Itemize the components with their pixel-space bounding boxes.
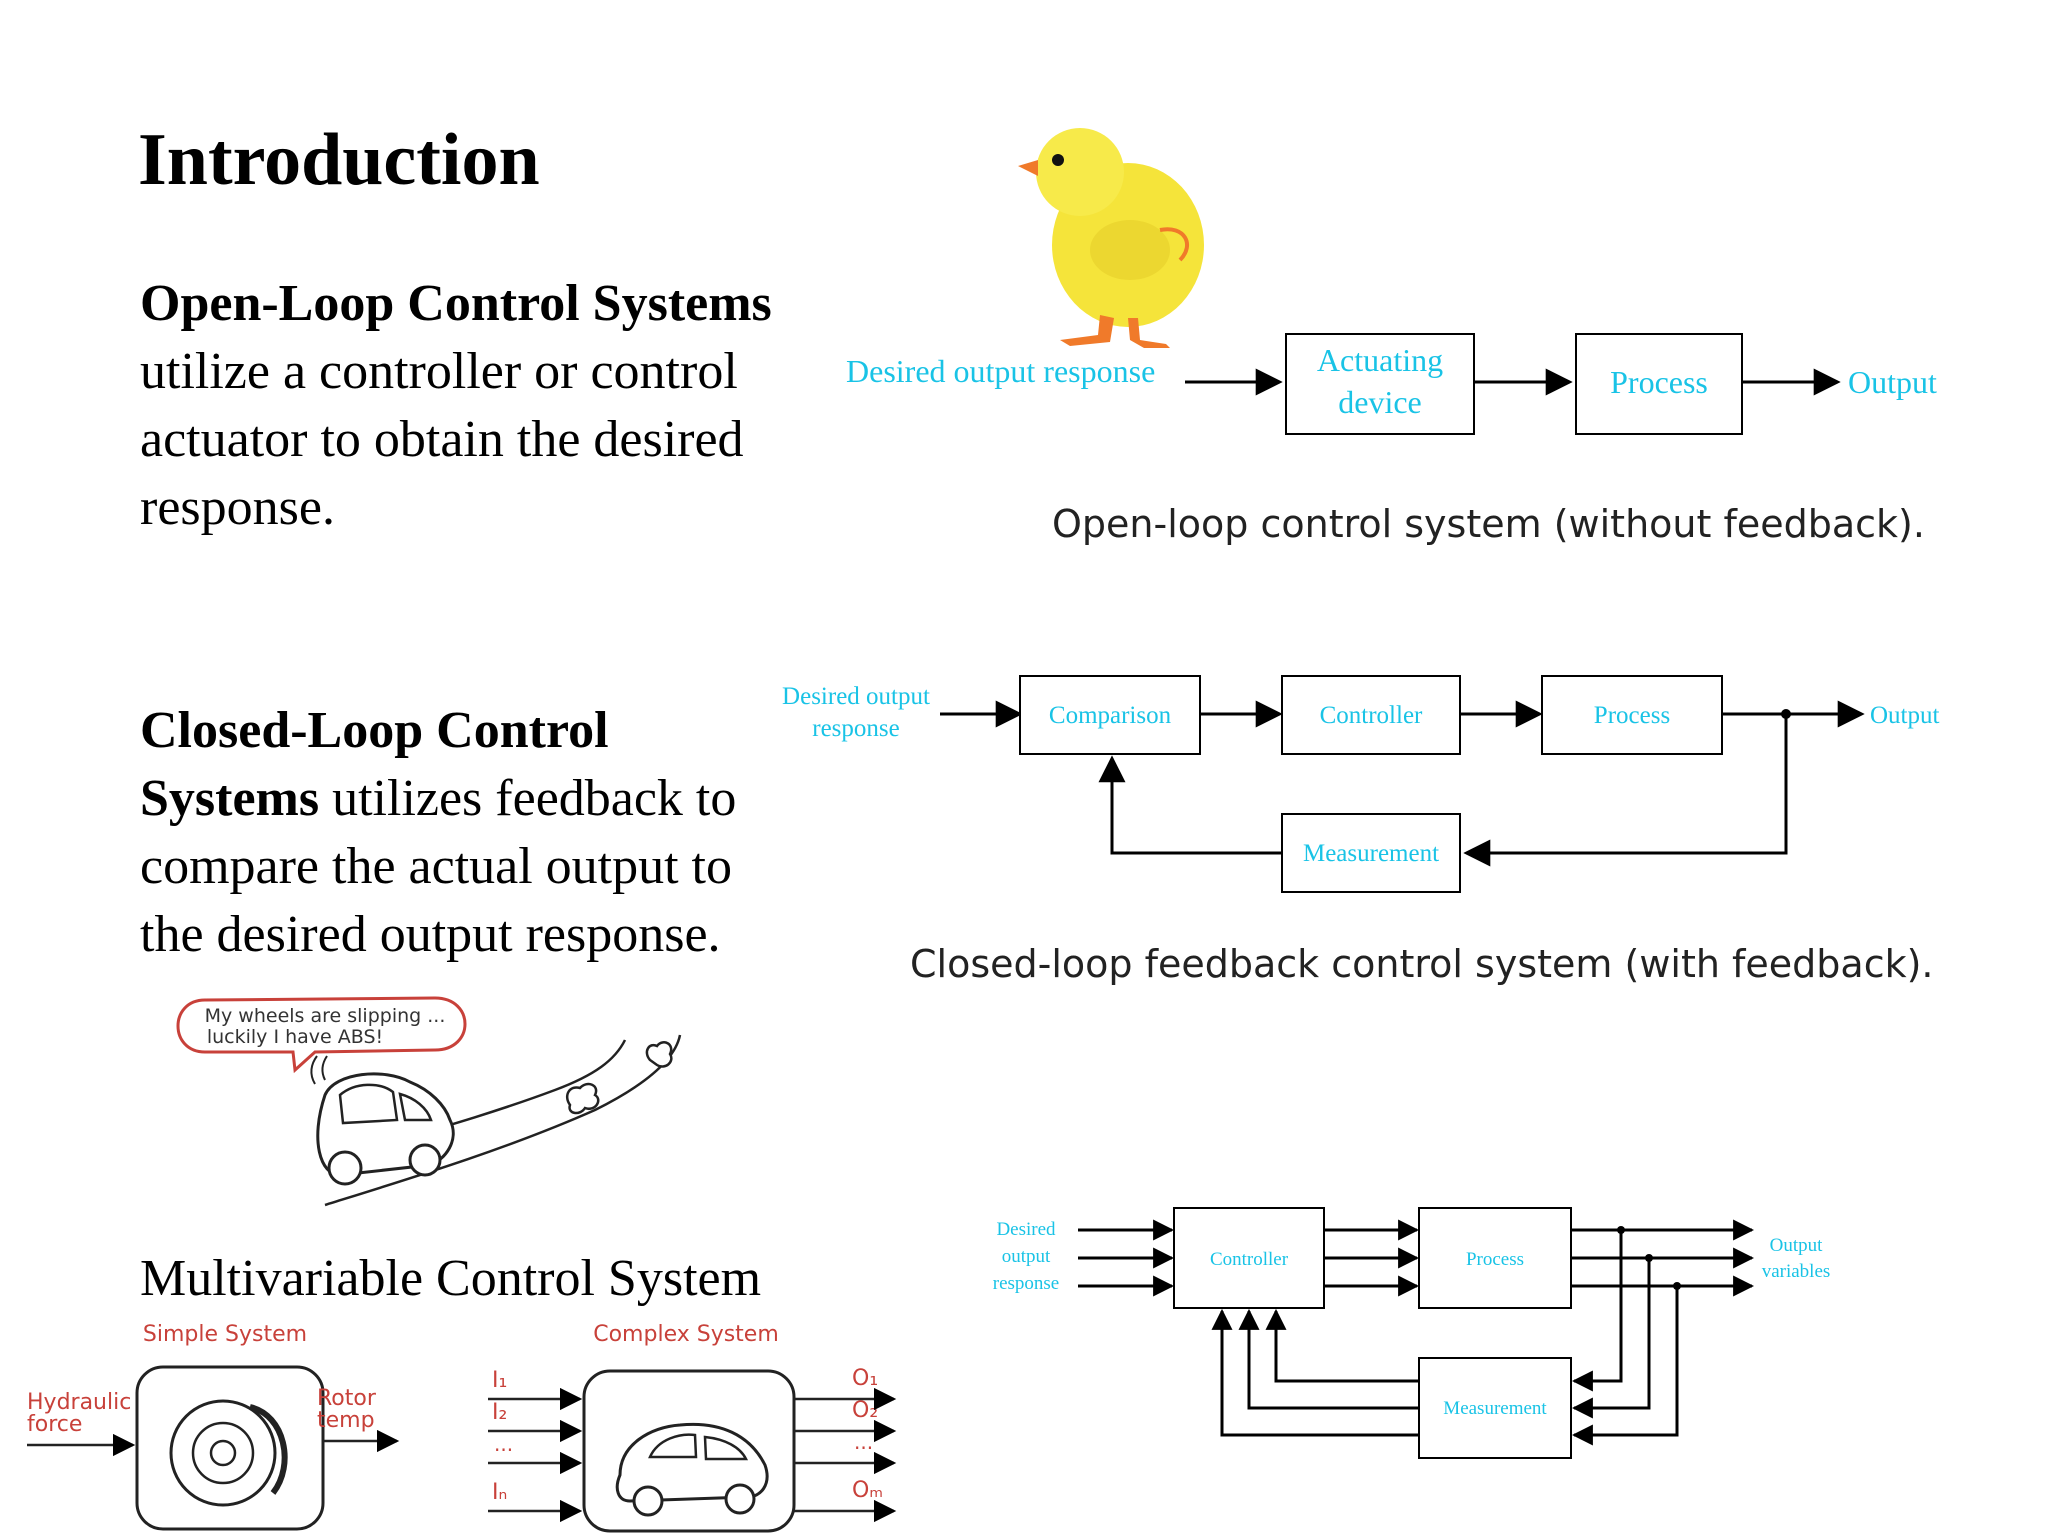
simple-system-output-1: Rotor bbox=[317, 1386, 377, 1411]
multi-output-label-2: variables bbox=[1762, 1261, 1831, 1282]
closed-loop-term-line-2: Systems bbox=[140, 770, 320, 827]
controller-block bbox=[1281, 675, 1461, 755]
complex-input-dots: ... bbox=[494, 1432, 513, 1456]
open-loop-paragraph: Open-Loop Control Systems utilize a cont… bbox=[140, 270, 860, 542]
process-label: Process bbox=[1610, 364, 1708, 400]
simple-system-input-2: force bbox=[27, 1412, 82, 1437]
closed-loop-input-label-2: response bbox=[812, 715, 899, 742]
multi-controller-block bbox=[1173, 1207, 1325, 1309]
open-loop-input-label: Desired output response bbox=[846, 353, 1155, 389]
chick-foot-left bbox=[1060, 315, 1114, 346]
cartoon-wheel-front bbox=[327, 1150, 363, 1186]
comparison-block bbox=[1019, 675, 1201, 755]
closed-loop-line-3: compare the actual output to bbox=[140, 838, 733, 895]
multi-input-label-2: output bbox=[1002, 1246, 1051, 1267]
complex-system-sketch: Complex System I₁ I₂ ... Iₙ O₁ O₂ ... Oₘ bbox=[488, 1322, 897, 1533]
complex-output-m: Oₘ bbox=[852, 1478, 883, 1503]
multivariable-title: Multivariable Control System bbox=[140, 1250, 762, 1307]
multi-input-label-3: response bbox=[993, 1273, 1059, 1294]
closed-loop-line-2: utilizes feedback to bbox=[319, 770, 737, 827]
multi-measurement-block bbox=[1418, 1357, 1572, 1459]
cartoon-wheel-rear bbox=[408, 1143, 442, 1177]
actuating-device-block bbox=[1285, 333, 1475, 435]
open-loop-line-2: actuator to obtain the desired bbox=[140, 411, 744, 468]
controller-label: Controller bbox=[1320, 702, 1423, 729]
speech-bubble bbox=[176, 996, 467, 1074]
measurement-block bbox=[1281, 813, 1461, 893]
closed-loop-output-label: Output bbox=[1870, 702, 1940, 729]
simple-system-input-1: Hydraulic bbox=[27, 1390, 131, 1415]
process-block bbox=[1575, 333, 1743, 435]
comparison-label: Comparison bbox=[1049, 702, 1172, 729]
closed-loop-input-label-1: Desired output bbox=[782, 683, 930, 710]
multi-process-block bbox=[1418, 1207, 1572, 1309]
complex-input-2: I₂ bbox=[492, 1400, 507, 1425]
open-loop-line-3: response. bbox=[140, 479, 335, 536]
chick-illustration bbox=[1018, 128, 1204, 348]
speech-line-1: My wheels are slipping ... bbox=[205, 1005, 446, 1027]
actuating-device-label-1: Actuating bbox=[1317, 342, 1443, 378]
multi-input-label-1: Desired bbox=[996, 1219, 1056, 1240]
simple-system-title: Simple System bbox=[143, 1322, 307, 1347]
open-loop-caption: Open-loop control system (without feedba… bbox=[1052, 502, 1925, 546]
multi-measurement-label: Measurement bbox=[1443, 1398, 1547, 1419]
process-label-closed: Process bbox=[1594, 702, 1670, 729]
simple-system-output-2: temp bbox=[317, 1408, 375, 1433]
complex-input-1: I₁ bbox=[492, 1368, 507, 1393]
complex-output-1: O₁ bbox=[852, 1366, 878, 1391]
multivariable-diagram: Desired output response Controller Proce… bbox=[993, 1207, 1831, 1459]
complex-input-n: Iₙ bbox=[492, 1480, 507, 1505]
closed-loop-line-4: the desired output response. bbox=[140, 906, 721, 963]
chick-foot-right bbox=[1128, 318, 1170, 348]
closed-loop-paragraph: Closed-Loop Control Systems utilizes fee… bbox=[140, 697, 860, 969]
open-loop-output-label: Output bbox=[1848, 364, 1937, 400]
speech-line-2: luckily I have ABS! bbox=[207, 1026, 383, 1048]
multi-controller-label: Controller bbox=[1210, 1249, 1289, 1270]
abs-car-cartoon: My wheels are slipping ... luckily I hav… bbox=[176, 996, 682, 1207]
actuating-device-label-2: device bbox=[1338, 384, 1422, 420]
page-title: Introduction bbox=[138, 119, 540, 201]
multi-process-label: Process bbox=[1466, 1249, 1524, 1270]
multi-output-label-1: Output bbox=[1770, 1235, 1824, 1256]
chick-head bbox=[1036, 128, 1124, 216]
complex-output-dots: ... bbox=[854, 1430, 873, 1454]
complex-output-2: O₂ bbox=[852, 1398, 878, 1423]
closed-loop-caption: Closed-loop feedback control system (wit… bbox=[910, 942, 1934, 986]
chick-beak bbox=[1018, 160, 1038, 176]
simple-system-sketch: Simple System Hydraulic force Rotor temp bbox=[27, 1322, 400, 1531]
measurement-label: Measurement bbox=[1303, 840, 1439, 867]
closed-loop-diagram: Desired output response Comparison Contr… bbox=[782, 675, 1940, 893]
complex-system-title: Complex System bbox=[593, 1322, 779, 1347]
open-loop-diagram: Desired output response Actuating device… bbox=[846, 333, 1937, 435]
closed-loop-term-line-1: Closed-Loop Control bbox=[140, 702, 609, 759]
chick-eye bbox=[1052, 154, 1064, 166]
open-loop-term: Open-Loop Control Systems bbox=[140, 275, 772, 332]
open-loop-line-1: utilize a controller or control bbox=[140, 343, 738, 400]
process-block-closed bbox=[1541, 675, 1723, 755]
